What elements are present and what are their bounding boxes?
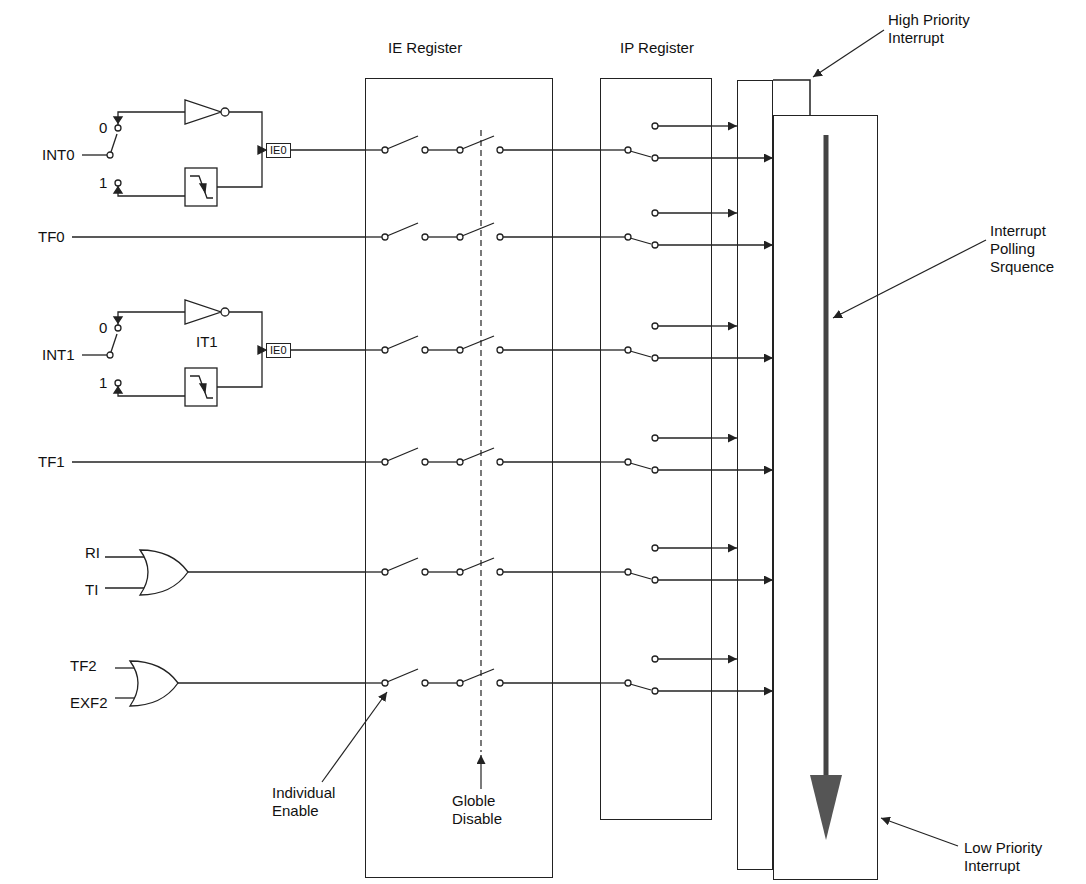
signal-connector xyxy=(712,157,773,158)
enable-switch-pair xyxy=(365,669,553,686)
signal-connector xyxy=(712,437,737,438)
signal-connector xyxy=(553,236,600,237)
priority-box: Low Priority Interrupt xyxy=(773,115,878,880)
signal-connector xyxy=(291,149,365,150)
signal-connector xyxy=(712,244,773,245)
callout-note: Interrupt Polling Srquence xyxy=(990,222,1070,276)
box-heading: IP Register xyxy=(591,39,723,57)
wire-part xyxy=(105,556,146,557)
signal-connector xyxy=(712,357,773,358)
signal-connector xyxy=(553,571,600,572)
box-heading: High Priority Interrupt xyxy=(888,11,993,47)
wire-part xyxy=(178,682,365,683)
signal-name: EXF2 xyxy=(70,694,108,712)
wire-part xyxy=(188,571,365,572)
pin-name: INT1 xyxy=(42,346,75,364)
priority-switch xyxy=(600,210,712,248)
global-disable-link xyxy=(480,130,481,752)
wire-part xyxy=(115,667,136,668)
signal-connector xyxy=(712,690,773,691)
priority-switch xyxy=(600,435,712,473)
wire-part xyxy=(130,661,178,706)
int1-input-stage xyxy=(82,300,266,406)
int0-input-stage xyxy=(82,100,266,206)
enable-switch-pair xyxy=(365,136,553,153)
signal-connector xyxy=(712,469,773,470)
signal-connector xyxy=(712,125,737,126)
signal-name: TF0 xyxy=(38,228,65,246)
leader-line xyxy=(833,240,986,318)
signal-connector xyxy=(553,461,600,462)
signal-connector xyxy=(291,349,365,350)
signal-connector xyxy=(712,212,737,213)
tf1-wire xyxy=(72,461,365,462)
signal-connector xyxy=(553,349,600,350)
polling-arrow-head xyxy=(810,775,842,840)
wire-part xyxy=(115,697,136,698)
enable-switch-pair xyxy=(365,558,553,575)
flag-name: IE0 xyxy=(270,344,287,356)
enable-switch-pair xyxy=(365,448,553,465)
register-box: IE Register xyxy=(365,78,553,878)
switch-position: 0 xyxy=(99,119,107,137)
signal-connector xyxy=(553,149,600,150)
priority-switch xyxy=(600,323,712,361)
box-heading: Low Priority Interrupt xyxy=(964,839,1069,875)
leader-line xyxy=(322,692,387,782)
polling-arrow-shaft xyxy=(824,135,829,778)
priority-switch xyxy=(600,656,712,694)
signal-connector xyxy=(712,658,737,659)
bit-name: IT1 xyxy=(196,333,218,351)
or-gate xyxy=(105,550,365,595)
signal-connector xyxy=(553,682,600,683)
priority-switch xyxy=(600,545,712,583)
priority-switch xyxy=(600,123,712,161)
signal-connector xyxy=(712,547,737,548)
leader-line xyxy=(813,30,884,77)
leader-line xyxy=(881,818,958,846)
box-heading: IE Register xyxy=(388,39,518,57)
high-priority-outline xyxy=(773,80,810,115)
pin-name: INT0 xyxy=(42,146,75,164)
switch-position: 1 xyxy=(99,174,107,192)
or-gate xyxy=(115,661,365,706)
flag-box: IE0 xyxy=(266,143,291,158)
signal-connector xyxy=(712,579,773,580)
callout-note: Individual Enable xyxy=(272,784,352,820)
switch-position: 0 xyxy=(99,319,107,337)
signal-connector xyxy=(712,325,737,326)
register-box: IP Register xyxy=(600,78,712,820)
signal-name: TI xyxy=(85,581,98,599)
flag-name: IE0 xyxy=(270,144,287,156)
enable-switch-pair xyxy=(365,336,553,353)
signal-name: RI xyxy=(85,544,100,562)
tf0-wire xyxy=(72,236,365,237)
callout-note: Globle Disable xyxy=(452,792,522,828)
signal-name: TF2 xyxy=(70,657,97,675)
leader-lines xyxy=(322,30,986,846)
signal-name: TF1 xyxy=(38,453,65,471)
switch-position: 1 xyxy=(99,374,107,392)
priority-box: High Priority Interrupt xyxy=(737,80,773,870)
leader-line xyxy=(480,755,481,789)
flag-box: IE0 xyxy=(266,343,291,358)
wire-part xyxy=(140,550,188,595)
wire-part xyxy=(105,587,146,588)
enable-switch-pair xyxy=(365,223,553,240)
